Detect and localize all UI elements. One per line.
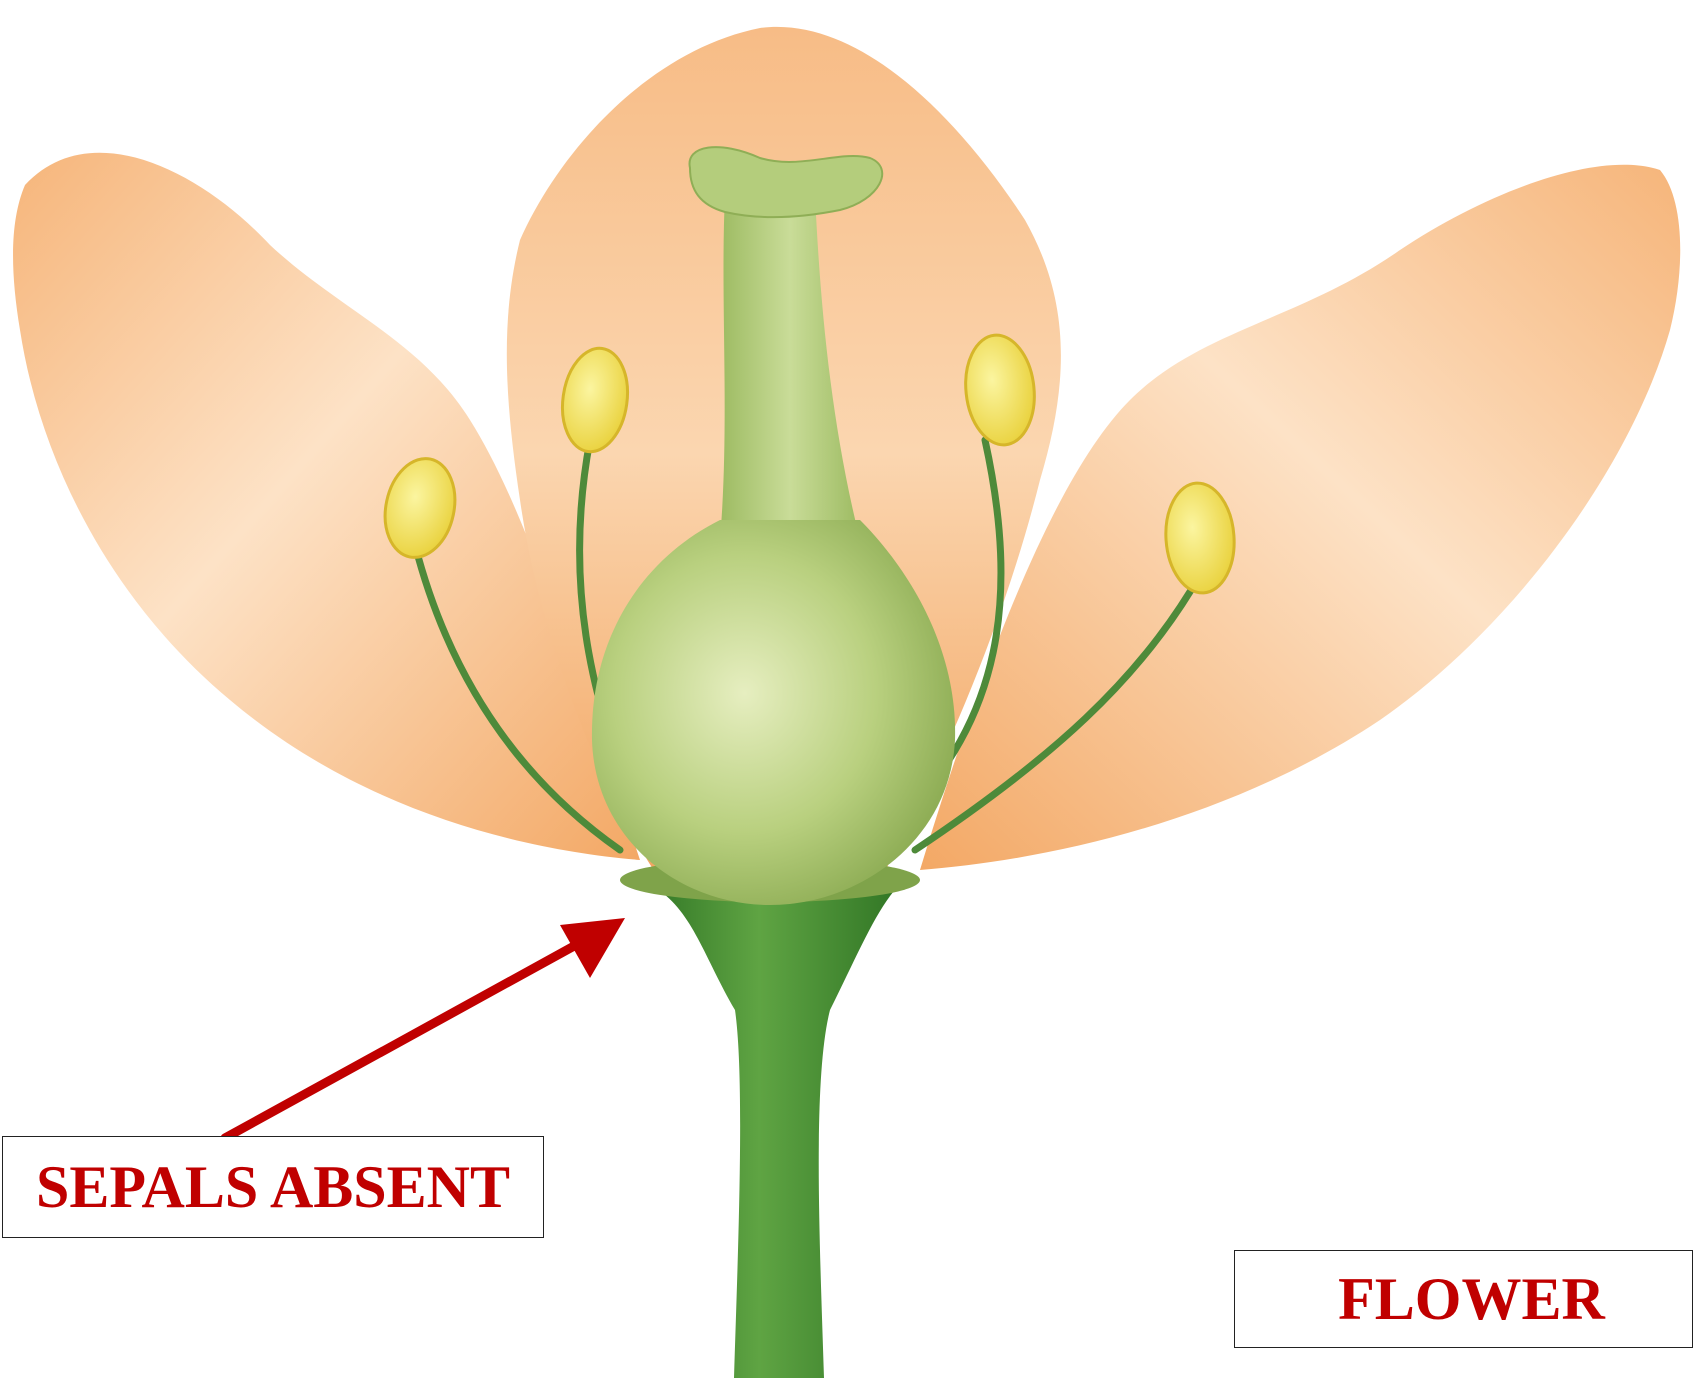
arrow-icon: [225, 918, 625, 1138]
stem: [640, 880, 905, 1378]
ovary: [592, 520, 955, 905]
sepals-absent-label: SEPALS ABSENT: [2, 1136, 544, 1238]
flower-label: FLOWER: [1234, 1250, 1693, 1348]
